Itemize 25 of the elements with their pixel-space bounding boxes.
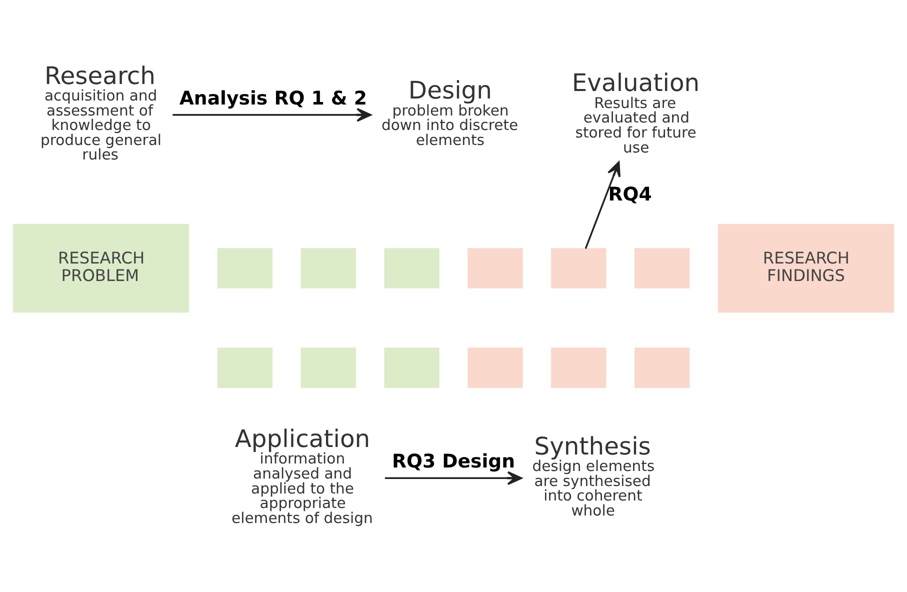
node-box (468, 347, 523, 388)
node-box: RESEARCH FINDINGS (718, 223, 894, 312)
node-box: RESEARCH PROBLEM (12, 223, 190, 312)
node-text: Design problem broken down into discrete elements (382, 76, 518, 148)
node-box (384, 248, 440, 288)
node-text: Synthesis design elements are synthesised into coherent whole (532, 432, 655, 520)
node-box (634, 248, 690, 288)
node-box (384, 347, 440, 388)
node-text: Application information analysed and applied to the appropriate elements of design (232, 424, 373, 526)
edge-label: Analysis RQ 1 & 2 (179, 88, 367, 109)
edge-label: RQ4 (608, 184, 652, 206)
edge-label: RQ3 Design (392, 451, 516, 472)
node-box (551, 347, 606, 388)
node-box (300, 347, 356, 388)
arrow (172, 107, 372, 122)
node-text: Research acquisition and assessment of knowledge to produce general rules (40, 61, 162, 164)
node-box (217, 347, 273, 388)
arrow (384, 470, 522, 485)
node-box (300, 248, 356, 288)
node-text: Evaluation Results are evaluated and stored for future use (572, 68, 700, 156)
node-box (468, 248, 523, 288)
node-box (551, 248, 606, 288)
node-box (634, 347, 690, 388)
arrow (584, 160, 620, 248)
node-box (217, 248, 273, 288)
